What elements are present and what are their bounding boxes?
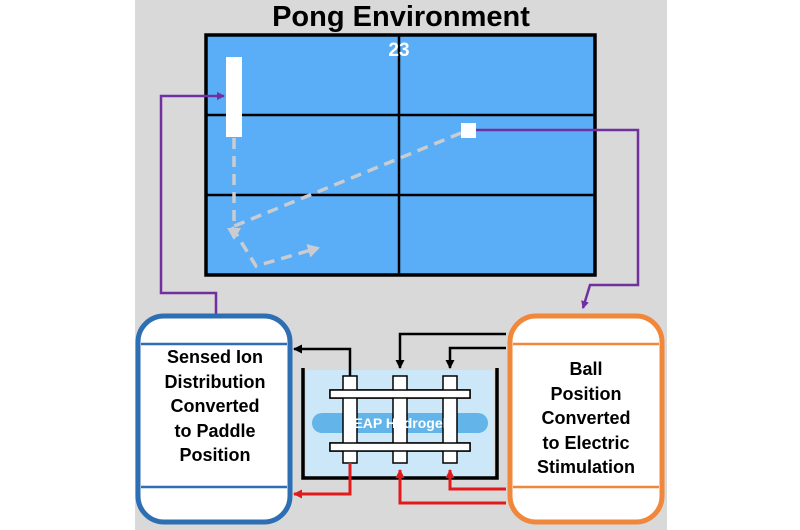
stimulation-box-label: Ball Position Converted to Electric Stim…: [512, 357, 660, 480]
diagram-title: Pong Environment: [272, 1, 530, 33]
sensing-box-line: Converted: [170, 396, 260, 416]
paddle: [226, 57, 242, 137]
trajectory-segment-bounce: [230, 226, 320, 269]
hydrogel-label: EAP Hydrogel: [353, 415, 447, 431]
sensing-box-line: Distribution: [164, 371, 266, 392]
stimulation-box-line: Position: [550, 383, 622, 404]
sensing-box-line: Position: [179, 445, 251, 465]
ball: [461, 123, 476, 138]
sensing-box-line: Sensed Ion: [166, 347, 264, 367]
trajectory-segment-incoming: [231, 131, 462, 229]
sensing-box-label: Sensed Ion Distribution Converted to Pad…: [140, 345, 290, 468]
stimulation-arrows: [293, 463, 506, 505]
stimulation-box: [507, 313, 665, 525]
score-display: 23: [388, 40, 410, 61]
sensing-arrows: [293, 332, 506, 376]
ball-position-feedback-arrow: [476, 128, 640, 309]
stimulation-box-line: Stimulation: [537, 457, 635, 477]
sensing-box: [135, 313, 293, 525]
sensing-box-line: to Paddle: [174, 420, 256, 441]
stimulation-box-line: Converted: [541, 408, 631, 428]
ball-trajectory: [227, 131, 462, 269]
paddle-update-feedback-arrow: [159, 92, 225, 316]
stimulation-box-line: to Electric: [542, 432, 630, 453]
stimulation-box-line: Ball: [569, 359, 603, 379]
pong-screen: [204, 33, 597, 277]
